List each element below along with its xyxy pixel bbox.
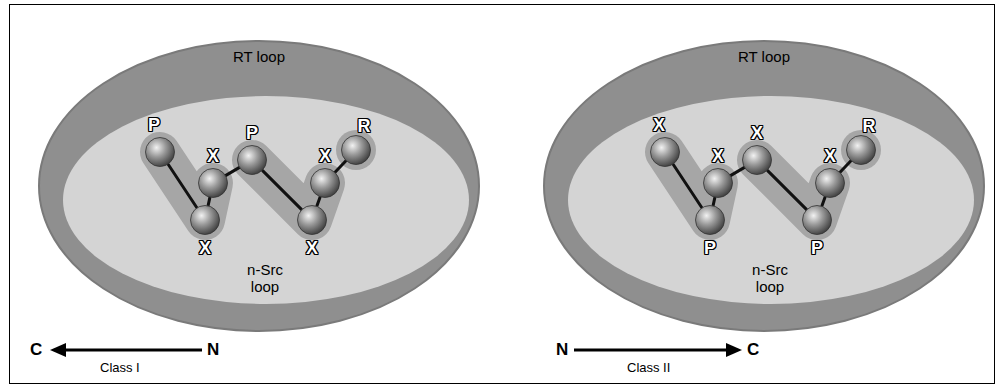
sphere	[198, 168, 228, 198]
residue-letter: P	[242, 122, 262, 144]
sphere	[297, 205, 327, 235]
terminus-label: C	[30, 340, 42, 360]
residue-sphere: X	[815, 168, 845, 198]
backbone-bond	[317, 197, 320, 206]
backbone-bond	[713, 198, 715, 206]
residue-sphere: P	[237, 145, 267, 175]
residue-sphere: P	[802, 205, 832, 235]
binding-groove-region: n-Src loopXPXXPXR	[567, 95, 975, 305]
residue-sphere: X	[310, 168, 340, 198]
backbone-bond	[226, 168, 239, 176]
residue-letter: X	[315, 145, 335, 167]
loop-label: RT loop	[233, 48, 285, 65]
residue-sphere: X	[297, 205, 327, 235]
residue-letter: X	[195, 237, 215, 259]
residue-letter: R	[859, 115, 879, 137]
backbone-bond	[673, 165, 701, 208]
sphere	[703, 168, 733, 198]
sphere	[145, 137, 175, 167]
residue-letter: X	[302, 237, 322, 259]
residue-letter: R	[354, 115, 374, 137]
residue-sphere: X	[703, 168, 733, 198]
residue-sphere: R	[846, 135, 876, 165]
direction-arrow	[50, 343, 202, 357]
backbone-bond	[731, 168, 744, 176]
sphere	[190, 205, 220, 235]
loop-label: n-Src loop	[744, 261, 796, 295]
class-label: Class II	[627, 360, 670, 376]
residue-letter: P	[807, 237, 827, 259]
sphere	[846, 135, 876, 165]
backbone-bond	[168, 165, 196, 208]
sphere	[237, 145, 267, 175]
residue-letter: X	[708, 145, 728, 167]
sphere	[695, 205, 725, 235]
residue-sphere: P	[695, 205, 725, 235]
backbone-bond	[768, 171, 807, 210]
residue-sphere: X	[190, 205, 220, 235]
frame-border	[10, 5, 995, 384]
residue-letter: P	[144, 114, 164, 136]
residue-letter: X	[820, 145, 840, 167]
sphere	[742, 145, 772, 175]
loop-label: RT loop	[738, 48, 790, 65]
backbone-bond	[840, 161, 850, 172]
backbone-bond	[822, 197, 825, 206]
loop-label: n-Src loop	[239, 261, 291, 295]
residue-sphere: X	[650, 137, 680, 167]
class-label: Class I	[100, 360, 140, 376]
residue-sphere: P	[145, 137, 175, 167]
direction-arrow	[574, 343, 742, 357]
residue-letter: P	[700, 237, 720, 259]
binding-groove-region: n-Src loopPXXPXXR	[62, 95, 470, 305]
residue-sphere: X	[742, 145, 772, 175]
terminus-label: C	[747, 340, 759, 360]
rt-loop-region: RT loopn-Src loopXPXXPXR	[543, 40, 985, 332]
residue-letter: X	[203, 145, 223, 167]
residue-letter: X	[747, 122, 767, 144]
residue-letter: X	[649, 114, 669, 136]
sphere	[802, 205, 832, 235]
residue-sphere: X	[198, 168, 228, 198]
residue-sphere: R	[341, 135, 371, 165]
backbone-bond	[335, 161, 345, 172]
terminus-label: N	[207, 340, 219, 360]
sphere	[341, 135, 371, 165]
sphere	[815, 168, 845, 198]
rt-loop-region: RT loopn-Src loopPXXPXXR	[38, 40, 480, 332]
terminus-label: N	[556, 340, 568, 360]
sphere	[310, 168, 340, 198]
backbone-bond	[208, 198, 210, 206]
backbone-bond	[263, 171, 302, 210]
sphere	[650, 137, 680, 167]
